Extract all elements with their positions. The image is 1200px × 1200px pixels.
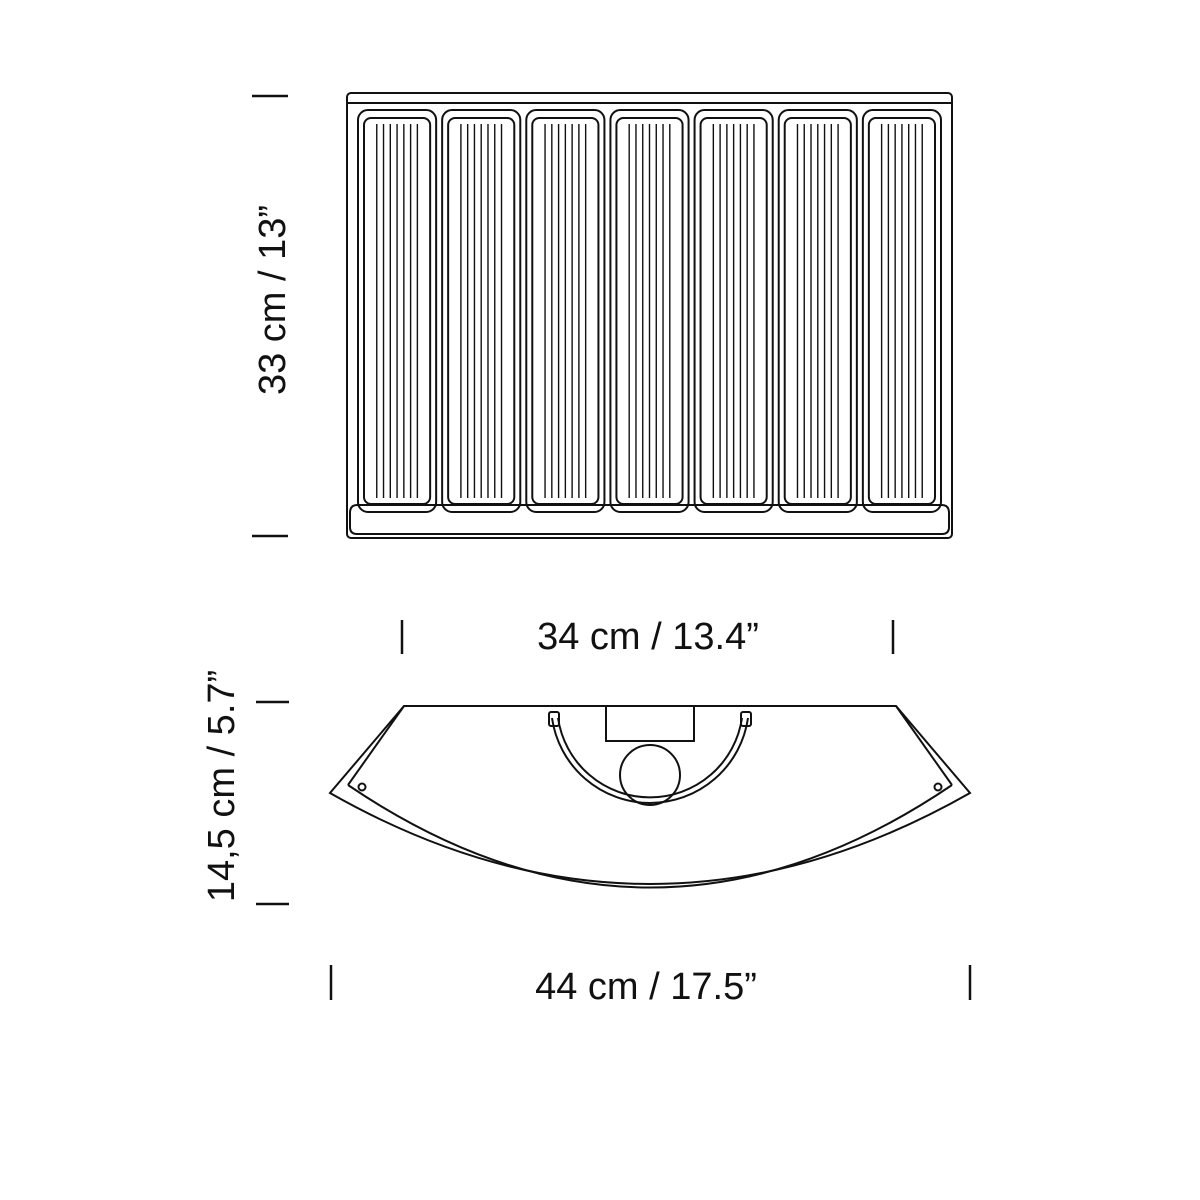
reflector-curve xyxy=(392,726,908,793)
front-bottom-lip xyxy=(349,504,950,535)
mount-hole-right xyxy=(933,782,943,792)
height-label: 33 cm / 13” xyxy=(252,205,294,395)
shade-outline xyxy=(328,705,972,885)
height-dimension xyxy=(252,94,288,538)
mount-hole-left xyxy=(357,782,367,792)
panel-inner xyxy=(531,117,600,505)
panel-outer xyxy=(609,109,690,513)
bracket-arc-outer xyxy=(551,717,749,804)
panel-inner xyxy=(615,117,684,505)
front-view xyxy=(346,92,953,539)
panel-outer xyxy=(777,109,858,513)
shade-left-inner-edge xyxy=(347,705,405,786)
front-frame-outer xyxy=(346,92,953,539)
bracket-arc-inner xyxy=(557,717,743,799)
bulb xyxy=(619,744,681,806)
front-panel xyxy=(525,109,606,513)
shade-inner-curve xyxy=(404,706,896,793)
panel-inner xyxy=(363,117,432,505)
front-panel xyxy=(609,109,690,513)
depth-dimension xyxy=(256,700,289,906)
shade-right-inner-edge xyxy=(895,705,953,786)
panel-inner xyxy=(867,117,936,505)
panel-outer xyxy=(441,109,522,513)
top-view xyxy=(328,705,972,889)
overall-width-dimension xyxy=(329,965,972,1000)
bracket-clip-left xyxy=(548,711,560,727)
bracket-clip-right xyxy=(740,711,752,727)
reflector-lower-curve xyxy=(348,785,952,843)
front-panel xyxy=(693,109,774,513)
front-panel xyxy=(861,109,942,513)
panel-outer xyxy=(525,109,606,513)
panel-inner xyxy=(783,117,852,505)
front-panel xyxy=(777,109,858,513)
depth-label: 14,5 cm / 5.7” xyxy=(201,670,243,902)
socket-base xyxy=(605,705,695,742)
width-dimension xyxy=(400,620,895,654)
overall-width-label: 44 cm / 17.5” xyxy=(535,966,757,1008)
panel-outer xyxy=(357,109,438,513)
front-panels xyxy=(357,109,942,513)
panel-inner xyxy=(699,117,768,505)
panel-outer xyxy=(693,109,774,513)
width-label: 34 cm / 13.4” xyxy=(537,616,759,658)
shade-inner-front-edge xyxy=(347,784,953,889)
front-panel xyxy=(441,109,522,513)
panel-inner xyxy=(447,117,516,505)
panel-outer xyxy=(861,109,942,513)
front-panel xyxy=(357,109,438,513)
